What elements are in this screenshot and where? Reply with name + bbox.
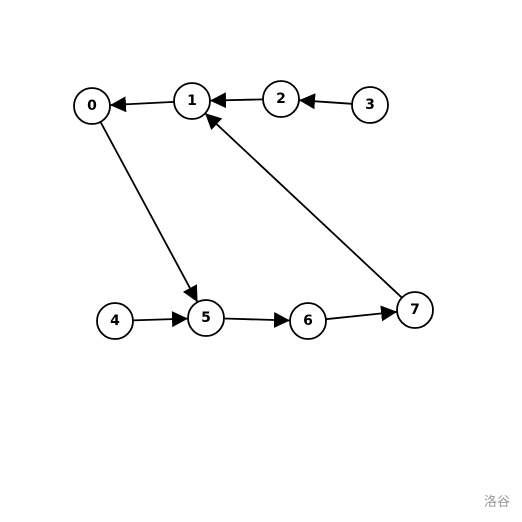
- node-label: 5: [201, 310, 211, 326]
- watermark-text: 洛谷: [483, 495, 510, 510]
- node-label: 7: [410, 302, 420, 318]
- edge-5-to-6: [223, 312, 291, 329]
- node-label: 6: [303, 313, 313, 329]
- node-circle: [396, 291, 434, 329]
- edge-3-to-2: [298, 93, 353, 110]
- edges-layer: [99, 92, 403, 329]
- node-circle: [262, 80, 300, 118]
- node-circle: [173, 82, 211, 120]
- node-2: 2: [262, 80, 300, 118]
- node-5: 5: [187, 299, 225, 337]
- node-1: 1: [173, 82, 211, 120]
- node-label: 3: [365, 97, 375, 113]
- node-circle: [96, 302, 134, 340]
- node-label: 0: [87, 98, 97, 114]
- node-circle: [187, 299, 225, 337]
- node-circle: [73, 87, 111, 125]
- edge-4-to-5: [132, 311, 189, 328]
- node-3: 3: [351, 86, 389, 124]
- edge-7-to-1: [204, 112, 403, 299]
- node-7: 7: [396, 291, 434, 329]
- nodes-layer: 0 1 2 3 4 5 6 7: [73, 80, 434, 340]
- node-0: 0: [73, 87, 111, 125]
- node-4: 4: [96, 302, 134, 340]
- node-label: 1: [187, 93, 197, 109]
- node-6: 6: [289, 302, 327, 340]
- edge-6-to-7: [325, 305, 398, 322]
- edge-2-to-1: [209, 92, 264, 109]
- node-label: 4: [110, 313, 120, 329]
- edge-0-to-5: [99, 121, 199, 303]
- node-circle: [289, 302, 327, 340]
- node-circle: [351, 86, 389, 124]
- node-label: 2: [276, 91, 286, 107]
- edge-1-to-0: [109, 96, 175, 113]
